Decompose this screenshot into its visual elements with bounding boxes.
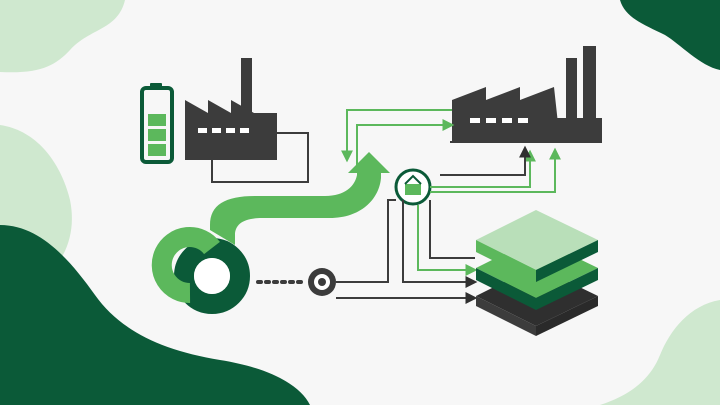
blob-bottom-left [0,225,310,405]
factory-icon [185,58,277,160]
battery-bar [148,114,166,126]
donut-chart-icon [151,227,250,314]
battery-bar-empty [148,99,166,111]
blob-bottom-right [600,300,720,405]
blob-top-right [620,0,720,70]
battery-bar [148,129,166,141]
battery-bar [148,144,166,156]
node-connectors [336,199,478,304]
blob-top-left [0,0,125,73]
basket-node [394,168,432,206]
donut-segment [151,227,220,304]
green-flow-arrow [210,152,390,245]
green-feedback-lines [341,109,455,168]
basket-connectors [402,145,561,288]
connector-lines-dark [211,132,602,183]
basket-icon [404,174,422,195]
layer-top [476,210,598,270]
battery-icon [140,83,174,164]
target-node-icon [308,268,336,296]
factory-to-curve-line [211,132,309,183]
factory-icon-large [452,46,602,143]
layer-stack-icon [476,210,598,336]
